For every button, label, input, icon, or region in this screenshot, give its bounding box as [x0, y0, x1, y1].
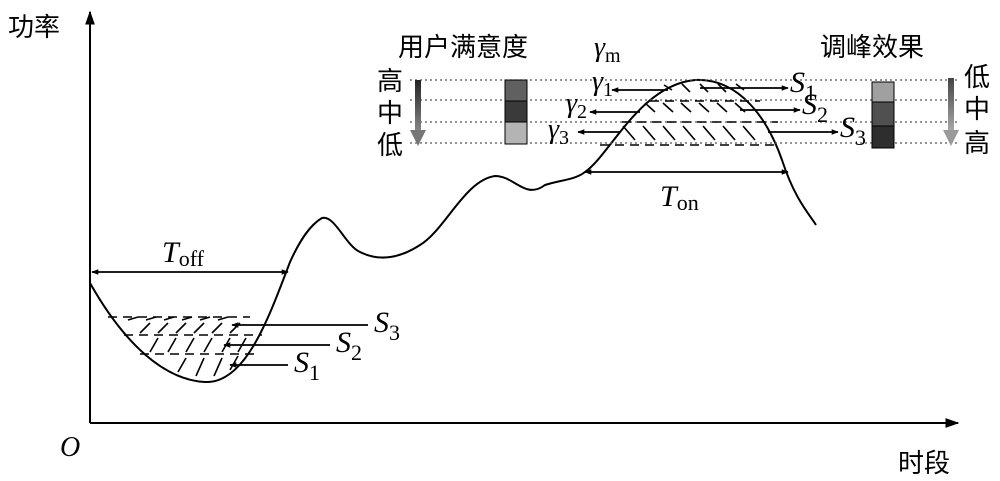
peak-effect-down-arrow — [943, 78, 959, 146]
peak-effect-title: 调峰效果 — [820, 33, 924, 63]
valley-hatching — [127, 316, 247, 377]
satisfaction-box-mid — [504, 100, 528, 123]
satisfaction-title: 用户满意度 — [398, 33, 528, 63]
satisfaction-scale-high: 高 — [377, 67, 403, 97]
t-off-label: Toff — [162, 236, 205, 271]
valley-s2-label: S2 — [336, 326, 362, 365]
peak-s3-label: S3 — [840, 111, 866, 150]
satisfaction-down-arrow — [410, 80, 426, 146]
x-axis-label: 时段 — [898, 449, 950, 479]
satisfaction-scale-low: 低 — [377, 131, 403, 161]
peak-hatching — [622, 83, 756, 141]
peak-effect-scale-mid: 中 — [964, 95, 990, 125]
peak-effect-scale-low: 低 — [964, 63, 990, 93]
valley-s3-label: S3 — [374, 306, 400, 345]
peak-s2-label: S2 — [802, 88, 828, 127]
satisfaction-box-low — [504, 121, 528, 145]
gamma2-label: γ2 — [566, 88, 587, 123]
load-curve — [89, 78, 817, 384]
origin-label: O — [60, 432, 80, 463]
gamma1-label: γ1 — [592, 66, 613, 101]
peak-effect-scale-high: 高 — [964, 129, 990, 159]
valley-s1-label: S1 — [294, 346, 320, 385]
peak-effect-box-low — [871, 81, 895, 103]
satisfaction-scale-mid: 中 — [377, 99, 403, 129]
peak-effect-box-mid — [871, 101, 895, 127]
peak-effect-box-high — [871, 125, 895, 149]
gamma3-label: γ3 — [548, 114, 569, 149]
t-on-label: Ton — [660, 180, 699, 215]
peak-s1-label: S1 — [790, 66, 816, 105]
satisfaction-box-high — [504, 79, 528, 102]
y-axis-label: 功率 — [8, 13, 60, 43]
satisfaction-symbol: γm — [594, 32, 621, 67]
